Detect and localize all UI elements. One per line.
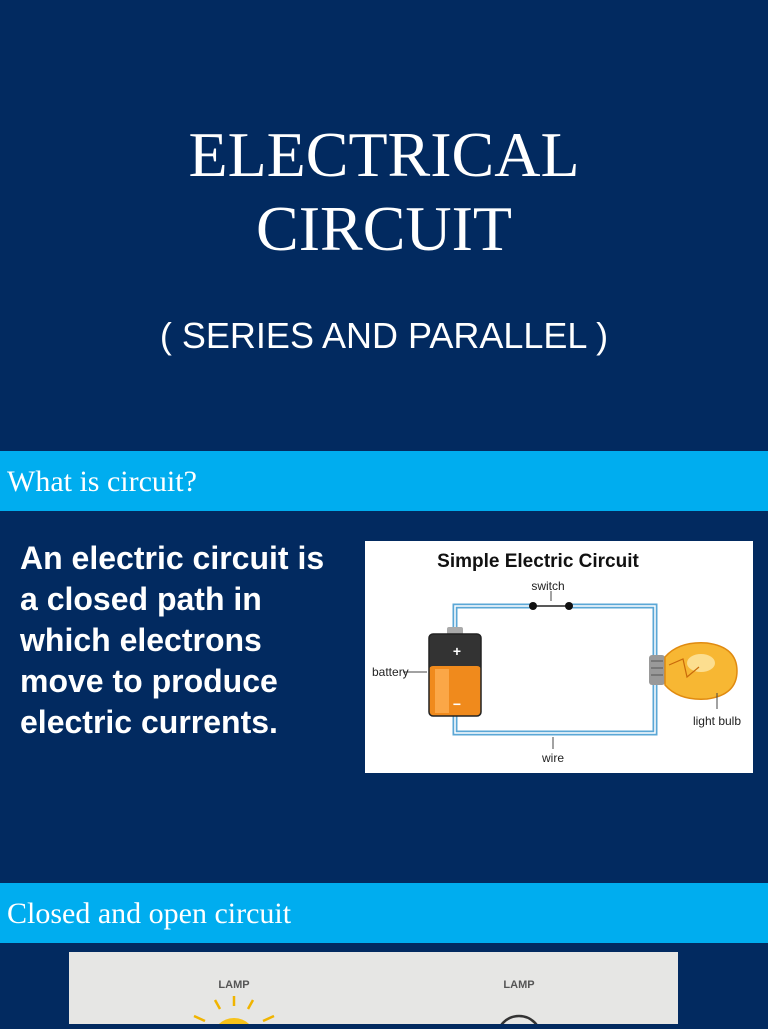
switch-label: switch <box>531 579 564 593</box>
light-bulb-label: light bulb <box>693 714 741 728</box>
lamp-label-right: LAMP <box>503 979 534 991</box>
section-heading-what-is-circuit: What is circuit? <box>7 465 197 498</box>
battery-label: battery <box>372 665 409 679</box>
lamp-label-left: LAMP <box>218 979 249 991</box>
title-slide: ELECTRICAL CIRCUIT ( SERIES AND PARALLEL… <box>0 0 768 450</box>
section-heading-bar: Closed and open circuit <box>0 883 768 943</box>
closed-open-circuit-diagram: LAMP LAMP <box>69 952 678 1029</box>
diagram-title: Simple Electric Circuit <box>437 551 639 572</box>
wire-label: wire <box>541 751 564 765</box>
circuit-diagram-svg: Simple Electric Circuit switch + − <box>372 551 741 765</box>
battery-icon: + − <box>428 627 482 717</box>
lit-lamp-icon <box>193 996 275 1029</box>
title-line-1: ELECTRICAL <box>188 119 580 190</box>
unlit-lamp-icon <box>497 1014 541 1029</box>
title-line-2: CIRCUIT <box>256 193 512 264</box>
circuit-wire <box>452 603 658 736</box>
simple-circuit-diagram: Simple Electric Circuit switch + − <box>365 541 753 773</box>
section-heading-closed-open-circuit: Closed and open circuit <box>7 897 292 930</box>
switch-icon <box>529 591 573 610</box>
battery-minus: − <box>453 696 461 712</box>
slide-title: ELECTRICAL CIRCUIT <box>0 118 768 266</box>
section-heading-bar: What is circuit? <box>0 451 768 511</box>
slide-subtitle: ( SERIES AND PARALLEL ) <box>159 315 609 356</box>
closed-open-svg: LAMP LAMP <box>193 979 541 1029</box>
light-bulb-icon <box>649 642 738 700</box>
definition-text: An electric circuit is a closed path in … <box>20 540 325 740</box>
battery-plus: + <box>453 643 461 659</box>
